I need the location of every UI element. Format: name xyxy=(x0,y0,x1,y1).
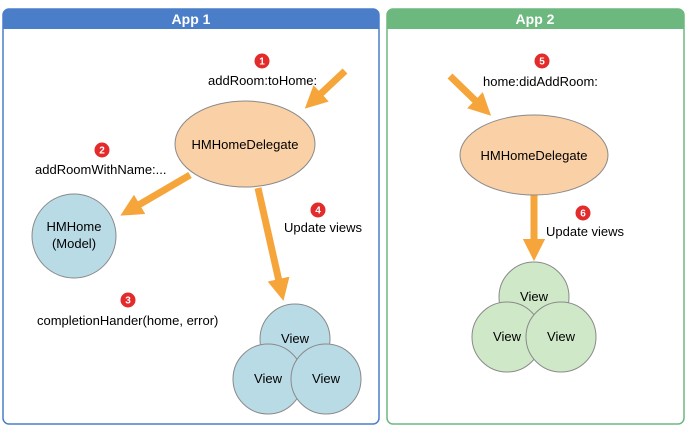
step-badge-1-number: 1 xyxy=(259,57,265,68)
app1-step-2: 2 addRoomWithName:... xyxy=(35,142,167,177)
step-badge-2 xyxy=(94,142,110,158)
app1-model-label-line1: HMHome xyxy=(47,219,102,234)
app2-view-label-right: View xyxy=(547,329,576,344)
app1-header xyxy=(3,9,379,29)
step-5-label: home:didAddRoom: xyxy=(483,74,598,89)
app1-arrows xyxy=(120,68,348,301)
step-badge-5 xyxy=(534,53,550,69)
app1-view-label-left: View xyxy=(254,371,283,386)
app2-arrows xyxy=(447,73,546,262)
app2-delegate-ellipse xyxy=(459,114,609,196)
app1-model-label-line2: (Model) xyxy=(52,236,96,251)
app2-view-label-left: View xyxy=(493,329,522,344)
app1-step-3: 3 completionHander(home, error) xyxy=(37,292,218,328)
app1-title: App 1 xyxy=(172,11,211,27)
app2-view-label-top: View xyxy=(520,289,549,304)
app2-delegate-node: HMHomeDelegate xyxy=(459,114,609,196)
app2-step-6: 6 Update views xyxy=(546,205,625,239)
step-badge-3-number: 3 xyxy=(125,296,131,307)
step-badge-4-number: 4 xyxy=(315,206,321,217)
app1-view-circle-right xyxy=(290,343,362,415)
app2-delegate-label: HMHomeDelegate xyxy=(481,148,588,163)
app2-views-cluster: View View View xyxy=(471,261,597,373)
step-6-label: Update views xyxy=(546,224,625,239)
app1-model-node: HMHome (Model) xyxy=(31,193,117,279)
step-badge-2-number: 2 xyxy=(99,146,105,157)
app1-delegate-node: HMHomeDelegate xyxy=(174,100,316,188)
step-badge-4 xyxy=(310,202,326,218)
step-badge-6-number: 6 xyxy=(580,209,586,220)
app1-delegate-ellipse xyxy=(174,100,316,188)
arrow-step-2 xyxy=(120,171,192,216)
app2-view-circle-right xyxy=(525,301,597,373)
step-badge-1 xyxy=(254,53,270,69)
app2-header xyxy=(387,9,684,29)
arrow-step-4 xyxy=(254,187,290,301)
step-1-label: addRoom:toHome: xyxy=(208,73,317,88)
step-badge-3 xyxy=(120,292,136,308)
app2-title: App 2 xyxy=(516,11,555,27)
app1-views-cluster: View View View xyxy=(232,303,362,415)
step-4-label: Update views xyxy=(284,220,363,235)
app1-delegate-label: HMHomeDelegate xyxy=(192,137,299,152)
app2-step-5: 5 home:didAddRoom: xyxy=(483,53,598,89)
step-3-label: completionHander(home, error) xyxy=(37,313,218,328)
app1-view-label-top: View xyxy=(281,331,310,346)
app1-step-1: 1 addRoom:toHome: xyxy=(208,53,317,88)
app1-step-4: 4 Update views xyxy=(284,202,363,235)
step-badge-5-number: 5 xyxy=(539,57,545,68)
app1-view-label-right: View xyxy=(312,371,341,386)
step-badge-6 xyxy=(575,205,591,221)
step-2-label: addRoomWithName:... xyxy=(35,162,167,177)
arrow-step-1 xyxy=(304,68,348,109)
arrow-step-5 xyxy=(447,73,492,116)
app1-model-circle xyxy=(31,193,117,279)
